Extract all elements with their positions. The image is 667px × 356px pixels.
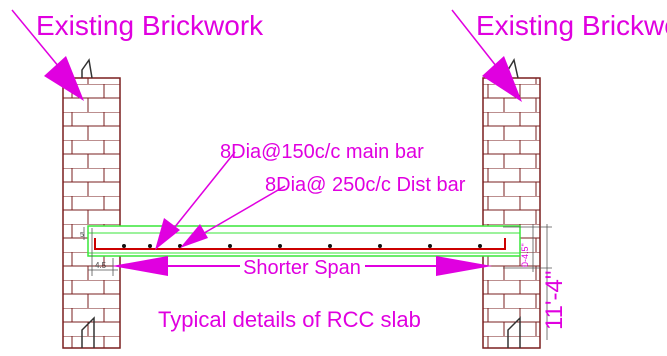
height-dimension-label: 11'-4": [541, 271, 568, 330]
left-wall-label: Existing Brickwork: [36, 10, 264, 41]
main-rebar: [94, 238, 506, 250]
slab-outline: [87, 225, 521, 257]
dist-bar-dot: [228, 244, 232, 248]
main-bar-label: 8Dia@150c/c main bar: [220, 141, 424, 163]
right-wall-label: Existing Brickwork: [476, 10, 667, 41]
dist-bar-dot: [278, 244, 282, 248]
thickness-dimension-label: 5: [80, 232, 84, 239]
right-brick-wall: [482, 58, 541, 349]
dist-bar-dot: [428, 244, 432, 248]
left-wall-arrow-icon: [44, 56, 84, 101]
caption-label: Typical details of RCC slab: [158, 307, 421, 332]
left-brick-wall: [62, 58, 121, 349]
main-bar-leader: [155, 151, 236, 250]
span-label: Shorter Span: [243, 257, 361, 279]
right-wall-arrow-icon: [482, 56, 522, 102]
dist-bar-dot: [148, 244, 152, 248]
span-arrow-right-icon: [436, 256, 492, 276]
small-dimension-label: 0-4.5": [520, 243, 530, 267]
distribution-bars: [122, 244, 482, 248]
dist-bar-dot: [328, 244, 332, 248]
span-arrow-left-icon: [112, 256, 168, 276]
dist-bar-label: 8Dia@ 250c/c Dist bar: [265, 174, 466, 196]
dist-bar-arrow-icon: [180, 224, 208, 248]
left-bearing-dimension: 4.5 5: [80, 227, 118, 276]
dist-bar-dot: [122, 244, 126, 248]
left-wall-leader: [11, 9, 84, 101]
bearing-dimension-label: 4.5: [95, 261, 107, 270]
dist-bar-dot: [478, 244, 482, 248]
right-wall-leader: [451, 9, 522, 102]
main-bar-arrow-icon: [155, 218, 180, 250]
dist-bar-dot: [378, 244, 382, 248]
dist-bar-leader: [180, 185, 286, 248]
right-dimensions: 0-4.5" 11'-4": [503, 224, 568, 340]
span-dimension: Shorter Span: [112, 256, 492, 279]
